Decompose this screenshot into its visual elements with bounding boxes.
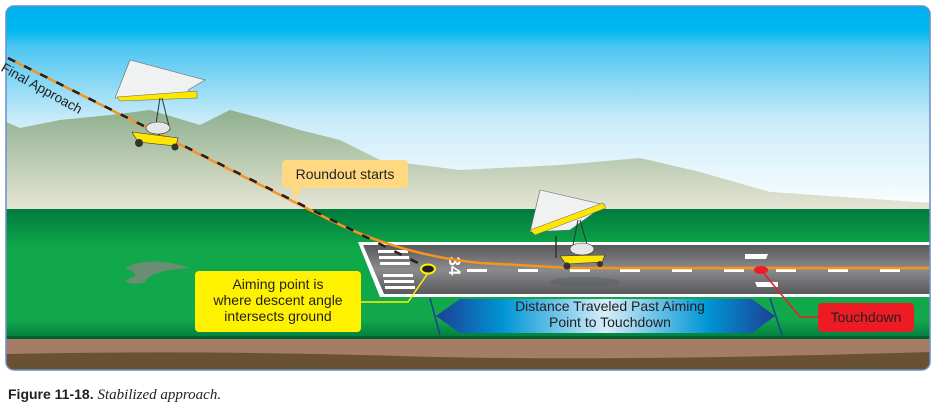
- aiming-leader-line: [361, 272, 429, 303]
- soil-edge: [6, 336, 930, 339]
- roundout-starts-callout: Roundout starts: [282, 160, 408, 188]
- aiming-point-line-1: Aiming point is: [232, 276, 324, 292]
- distance-line-1: Distance Traveled Past Aiming: [515, 298, 705, 314]
- distance-traveled-label: Distance Traveled Past Aiming Point to T…: [470, 298, 750, 330]
- aiming-point-line-2: where descent angle: [213, 292, 343, 308]
- aiming-point-callout: Aiming point is where descent angle inte…: [195, 271, 361, 332]
- descent-angle-extension: [7, 56, 429, 270]
- touchdown-callout: Touchdown: [818, 303, 914, 332]
- illustration-frame: [5, 5, 931, 371]
- near-hills: [6, 110, 930, 211]
- approach-path-line: [7, 56, 930, 270]
- distance-arrow: [436, 299, 775, 333]
- threshold-markings: [378, 250, 415, 289]
- soil-band-bottom: [6, 352, 930, 370]
- aiming-point-line-3: intersects ground: [224, 308, 332, 324]
- grass-patch: [125, 261, 190, 284]
- trike-approach: [114, 59, 206, 151]
- distance-line-2: Point to Touchdown: [549, 314, 671, 330]
- touchdown-leader-line: [760, 269, 818, 318]
- roundout-pointer: [290, 186, 302, 200]
- aiming-point-marker: [420, 263, 436, 275]
- centerline-dashes: [467, 269, 900, 272]
- figure-number: Figure 11-18.: [8, 386, 94, 402]
- distance-start-tick: [429, 297, 441, 336]
- runway: [363, 245, 930, 294]
- figure-caption: Figure 11-18. Stabilized approach.: [8, 386, 221, 404]
- trike-landing: [529, 189, 620, 287]
- distance-end-tick: [769, 297, 783, 336]
- stabilized-approach-illustration: 34: [5, 5, 931, 371]
- figure-title: Stabilized approach.: [97, 387, 222, 403]
